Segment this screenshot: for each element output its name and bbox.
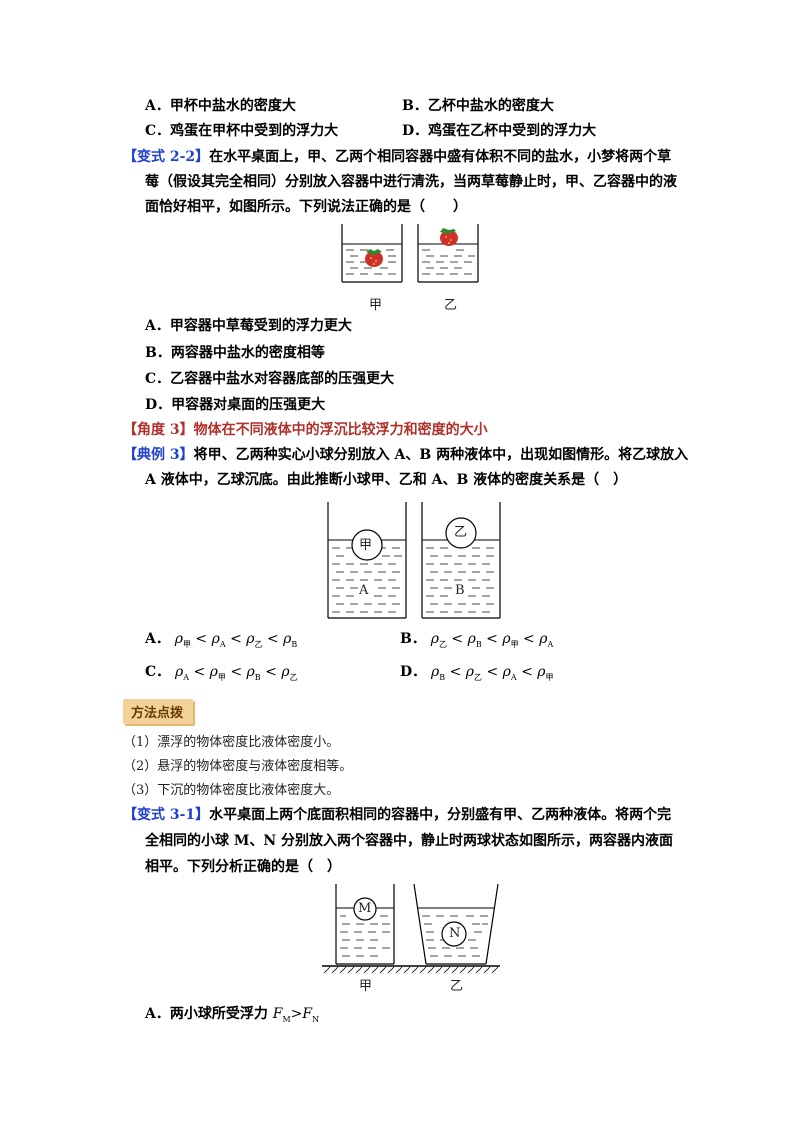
question-3-1-line3: 相平。下列分析正确的是（ ） [145,859,341,875]
container-label-left: 甲 [369,298,383,313]
option-text: A．两小球所受浮力 [145,1006,268,1022]
balls-mn-figure [322,882,500,974]
question-tag: 【变式 2-2】 [123,149,210,165]
option-formula: ρ乙 < ρB < ρ甲 < ρA [430,631,554,649]
ball-right-icon [445,517,477,549]
example-tag: 【典例 3】 [123,447,194,463]
option-letter: A． [145,631,170,647]
ball-m-icon [353,897,377,921]
question-text: 水平桌面上两个底面积相同的容器中，分别盛有甲、乙两种液体。将两个完 [209,807,672,823]
q22-option-b: B．两容器中盐水的密度相等 [145,345,325,361]
example-3-line1: 【典例 3】将甲、乙两种实心小球分别放入 A、B 两种液体中，出现如图情形。将乙… [123,445,688,465]
ex3-option-c: C． ρA < ρ甲 < ρB < ρ乙 [145,662,298,688]
ball-m-label: M [358,901,372,916]
q22-option-a: A．甲容器中草莓受到的浮力更大 [145,318,352,334]
ball-right-label: 乙 [454,525,468,540]
container-label-right: 乙 [444,298,458,313]
container-label-right-31: 乙 [450,979,464,994]
question-3-1-line2: 全相同的小球 M、N 分别放入两个容器中，静止时两球状态如图所示，两容器内液面 [145,833,674,849]
prev-option-b: B．乙杯中盐水的密度大 [402,98,554,114]
method-item-2: （2）悬浮的物体密度与液体密度相等。 [123,759,353,774]
example-3-line2: A 液体中，乙球沉底。由此推断小球甲、乙和 A、B 液体的密度关系是（ ） [145,472,628,488]
option-letter: D． [400,664,427,680]
prev-option-a: A．甲杯中盐水的密度大 [145,98,296,114]
ball-left-label: 甲 [359,538,373,553]
ex3-option-a: A． ρ甲 < ρA < ρ乙 < ρB [145,629,297,655]
q31-option-a: A．两小球所受浮力 FM>FN [145,1004,319,1030]
liquid-left-label: A [359,583,369,598]
question-2-2-line3: 面恰好相平，如图所示。下列说法正确的是（ ） [145,199,467,215]
option-letter: B． [400,631,426,647]
strawberry-left-icon [365,249,383,267]
question-3-1-line1: 【变式 3-1】水平桌面上两个底面积相同的容器中，分别盛有甲、乙两种液体。将两个… [123,805,671,825]
strawberry-figure [330,222,490,322]
option-letter: C． [145,664,171,680]
option-formula: FM>FN [272,1006,320,1024]
option-formula: ρ甲 < ρA < ρ乙 < ρB [174,631,298,649]
ball-left-icon [351,529,383,561]
prev-option-d: D．鸡蛋在乙杯中受到的浮力大 [402,123,597,139]
strawberry-right-icon [440,228,458,246]
ex3-option-d: D． ρB < ρ乙 < ρA < ρ甲 [400,662,554,688]
section-heading-angle3: 【角度 3】物体在不同液体中的浮沉比较浮力和密度的大小 [123,422,488,438]
method-item-1: （1）漂浮的物体密度比液体密度小。 [123,735,340,750]
question-2-2-line2: 莓（假设其完全相同）分别放入容器中进行清洗，当两草莓静止时，甲、乙容器中的液 [145,174,677,190]
ex3-option-b: B． ρ乙 < ρB < ρ甲 < ρA [400,629,553,655]
ball-n-icon [441,921,467,947]
q22-option-c: C．乙容器中盐水对容器底部的压强更大 [145,371,395,387]
q22-option-d: D．甲容器对桌面的压强更大 [145,397,326,413]
liquid-right-label: B [455,583,465,598]
container-label-left-31: 甲 [359,979,373,994]
example-text: 将甲、乙两种实心小球分别放入 A、B 两种液体中，出现如图情形。将乙球放入 [193,447,689,463]
method-item-3: （3）下沉的物体密度比液体密度大。 [123,783,340,798]
ball-n-label: N [449,926,461,941]
method-tips-badge: 方法点拨 [123,699,194,724]
option-formula: ρA < ρ甲 < ρB < ρ乙 [175,664,298,682]
question-tag: 【变式 3-1】 [123,807,210,823]
balls-in-liquids-figure [322,500,512,625]
prev-option-c: C．鸡蛋在甲杯中受到的浮力大 [145,123,339,139]
option-formula: ρB < ρ乙 < ρA < ρ甲 [431,664,554,682]
question-text: 在水平桌面上，甲、乙两个相同容器中盛有体积不同的盐水，小梦将两个草 [209,149,672,165]
question-2-2-line1: 【变式 2-2】在水平桌面上，甲、乙两个相同容器中盛有体积不同的盐水，小梦将两个… [123,147,671,167]
